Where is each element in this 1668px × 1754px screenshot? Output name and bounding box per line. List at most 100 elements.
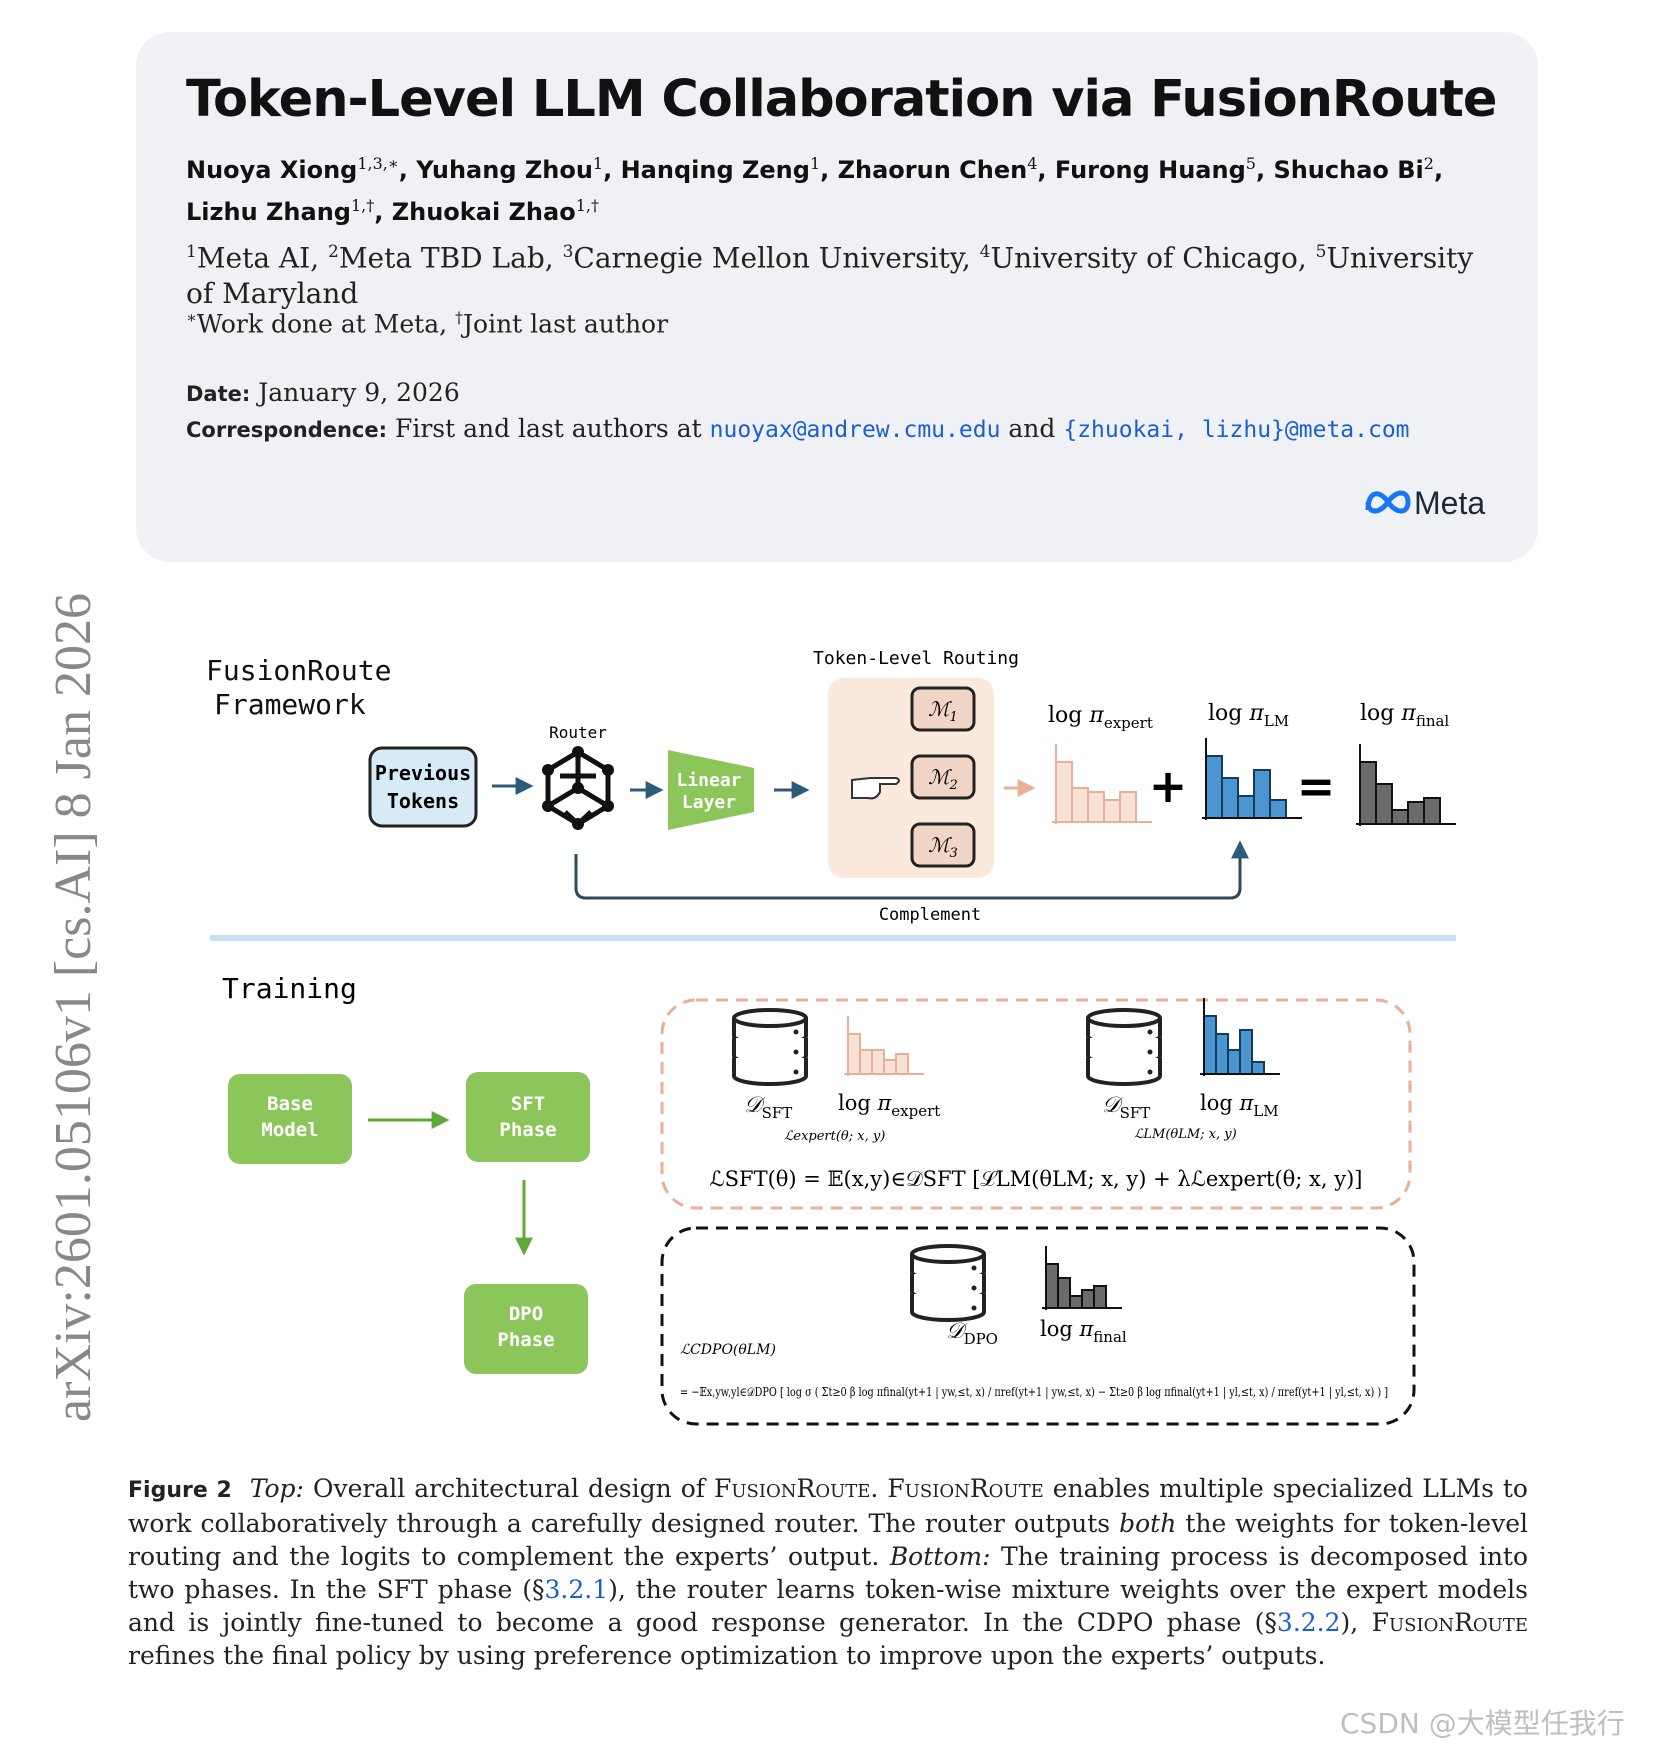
histogram-bar xyxy=(1103,799,1121,823)
histogram-bar xyxy=(1205,755,1223,819)
histogram-bar xyxy=(1045,1263,1059,1309)
arxiv-stamp: arXiv:2601.05106v1 [cs.AI] 8 Jan 2026 xyxy=(45,593,102,1422)
router-label: Router xyxy=(549,723,607,742)
lm-histogram xyxy=(1202,738,1302,820)
affiliations: 1Meta AI, 2Meta TBD Lab, 3Carnegie Mello… xyxy=(186,241,1474,311)
meta-logo: Meta xyxy=(1365,485,1485,521)
base-model-label: Model xyxy=(261,1119,318,1141)
framework-title: Framework xyxy=(214,688,366,721)
log-pi-expert-label: log πexpert xyxy=(1048,703,1153,732)
email-link[interactable]: nuoyax@andrew.cmu.edu xyxy=(709,417,1001,443)
d-sft-label: 𝒟SFT xyxy=(744,1093,792,1122)
author: Yuhang Zhou1 xyxy=(416,154,604,184)
plus-sign: + xyxy=(1149,759,1188,813)
database-icon xyxy=(732,1008,808,1086)
paper-header-card xyxy=(136,32,1538,562)
base-model-label: Base xyxy=(267,1093,313,1115)
meta-infinity-icon xyxy=(1365,490,1411,514)
histogram-bar xyxy=(859,1049,873,1075)
expert-models: ℳ1 ℳ2 ℳ3 xyxy=(910,686,976,868)
author: Shuchao Bi2 xyxy=(1273,154,1434,184)
expert-histogram-small xyxy=(844,1016,924,1076)
equals-sign: = xyxy=(1297,759,1336,813)
sft-phase-label: Phase xyxy=(499,1119,556,1141)
histogram-bar xyxy=(1057,1277,1071,1309)
final-histogram xyxy=(1356,744,1456,826)
expert-box xyxy=(910,754,976,800)
dpo-phase-label: DPO xyxy=(509,1303,543,1325)
linear-layer-block xyxy=(668,750,754,830)
sft-objective-equation: ℒSFT(θ) = 𝔼(x,y)∈𝒟SFT [ℒLM(θLM; x, y) + … xyxy=(709,1167,1362,1191)
histogram-bar xyxy=(1423,797,1441,825)
author: Hanqing Zeng1 xyxy=(620,154,821,184)
histogram-bar xyxy=(1253,769,1271,819)
histogram-bar xyxy=(883,1059,897,1075)
histogram-bar xyxy=(1215,1033,1229,1075)
histogram-bar xyxy=(1407,801,1425,825)
correspondence-row: Correspondence: First and last authors a… xyxy=(186,414,1410,443)
cdpo-loss-label: ℒCDPO(θLM) xyxy=(680,1342,776,1358)
base-model-box xyxy=(228,1074,352,1164)
section-link[interactable]: 3.2.1 xyxy=(544,1575,609,1604)
figure-caption: Figure 2 Top: Overall architectural desi… xyxy=(128,1474,1529,1670)
author: Lizhu Zhang1,† xyxy=(186,196,375,226)
routing-label: Token-Level Routing xyxy=(813,648,1019,669)
sft-phase-label: SFT xyxy=(511,1093,545,1115)
complement-label: Complement xyxy=(879,905,981,925)
author: Zhuokai Zhao1,† xyxy=(391,196,599,226)
author-notes: ∗Work done at Meta, †Joint last author xyxy=(186,308,669,339)
histogram-bar xyxy=(1119,791,1137,823)
figure-label: Figure 2 xyxy=(128,1478,232,1503)
dpo-phase-box xyxy=(464,1284,588,1374)
training-title: Training xyxy=(222,972,357,1005)
histogram-bar xyxy=(1391,809,1409,825)
histogram-bar xyxy=(1203,1015,1217,1075)
histogram-bar xyxy=(1087,791,1105,823)
framework-title: FusionRoute xyxy=(206,654,391,687)
histogram-bar xyxy=(847,1033,861,1075)
histogram-bar xyxy=(1375,783,1393,825)
expert-histogram xyxy=(1052,744,1152,824)
email-link[interactable]: {zhuokai, lizhu}@meta.com xyxy=(1063,417,1410,443)
figure-2-diagram: FusionRoute Framework Previous Tokens Ro… xyxy=(206,648,1456,1426)
database-icon xyxy=(910,1244,986,1322)
previous-tokens-label: Tokens xyxy=(387,789,459,813)
log-pi-lm-label: log πLM xyxy=(1200,1091,1279,1120)
previous-tokens-box xyxy=(368,746,478,828)
linear-layer-label: Layer xyxy=(682,792,736,813)
author: Nuoya Xiong1,3,∗ xyxy=(186,154,399,184)
author: Furong Huang5 xyxy=(1054,154,1256,184)
watermark: CSDN @大模型任我行 xyxy=(1340,1707,1625,1740)
linear-layer-label: Linear xyxy=(676,770,741,791)
section-link[interactable]: 3.2.2 xyxy=(1276,1608,1341,1637)
log-pi-lm-label: log πLM xyxy=(1208,701,1289,730)
sft-phase-box xyxy=(466,1072,590,1162)
histogram-bar xyxy=(1071,787,1089,823)
cdpo-objective-equation: = −𝔼x,yw,yl∈𝒟DPO [ log σ ( Σt≥0 β log πf… xyxy=(680,1385,1388,1399)
histogram-bar xyxy=(1269,799,1287,819)
dpo-phase-label: Phase xyxy=(497,1329,554,1351)
author: Zhaorun Chen4 xyxy=(837,154,1038,184)
meta-logo-text: Meta xyxy=(1414,485,1485,521)
pointing-hand-icon xyxy=(851,777,900,800)
previous-tokens-label: Previous xyxy=(375,761,471,785)
loss-lm-label: ℒLM(θLM; x, y) xyxy=(1134,1127,1237,1142)
loss-expert-label: ℒexpert(θ; x, y) xyxy=(784,1129,885,1144)
paper-title: Token-Level LLM Collaboration via Fusion… xyxy=(186,70,1498,129)
d-sft-label: 𝒟SFT xyxy=(1102,1093,1150,1122)
author-list: Nuoya Xiong1,3,∗, Yuhang Zhou1, Hanqing … xyxy=(186,154,1444,226)
histogram-bar xyxy=(871,1049,885,1075)
histogram-bar xyxy=(1227,1049,1241,1075)
router-nodes xyxy=(542,746,614,830)
histogram-bar xyxy=(1237,795,1255,819)
histogram-bar xyxy=(1251,1061,1265,1075)
histogram-bar xyxy=(1221,777,1239,819)
log-pi-final-label: log πfinal xyxy=(1360,701,1449,730)
d-dpo-label: 𝒟DPO xyxy=(946,1319,998,1348)
expert-box xyxy=(910,822,976,868)
histogram-bar xyxy=(1069,1295,1083,1309)
histogram-bar xyxy=(895,1053,909,1075)
cdpo-loss-panel xyxy=(660,1226,1416,1426)
lm-histogram-small xyxy=(1200,998,1280,1076)
histogram-bar xyxy=(1055,761,1073,823)
